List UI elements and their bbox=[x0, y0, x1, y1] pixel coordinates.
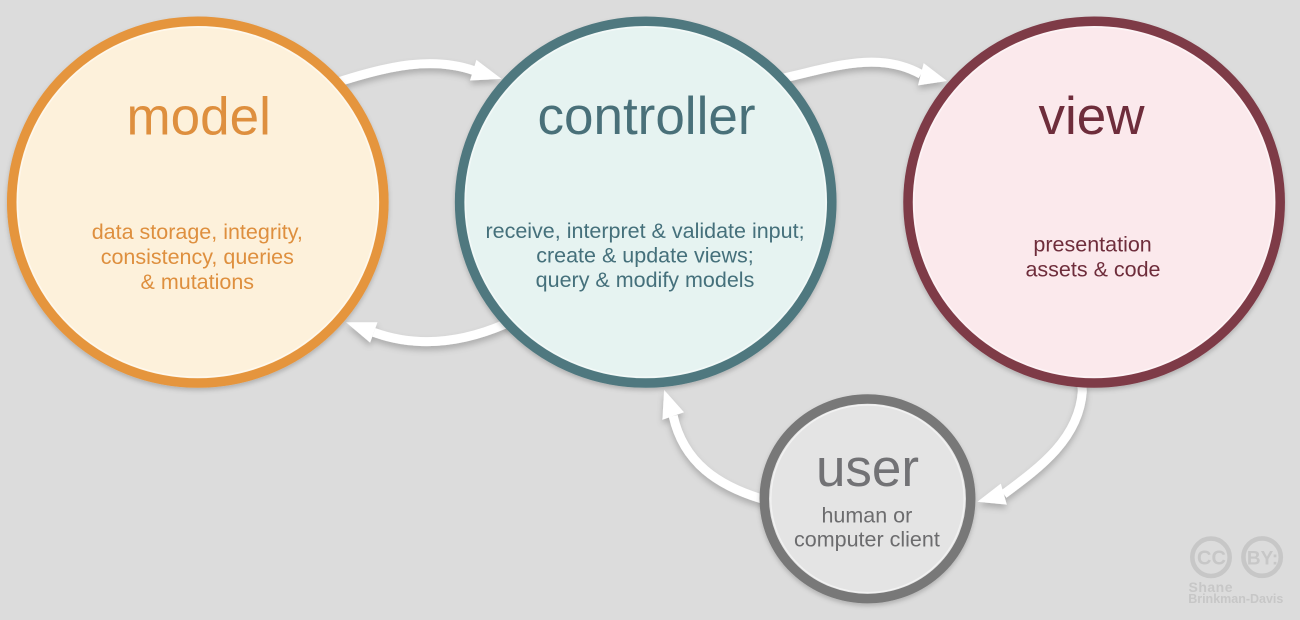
svg-text:assets & code: assets & code bbox=[1025, 258, 1160, 282]
svg-text:receive, interpret & validate: receive, interpret & validate input; bbox=[485, 219, 804, 243]
svg-text:controller: controller bbox=[538, 87, 756, 146]
svg-text:CC: CC bbox=[1197, 547, 1226, 569]
svg-text:data storage, integrity,: data storage, integrity, bbox=[92, 220, 303, 244]
svg-text:computer client: computer client bbox=[794, 528, 940, 552]
svg-text:model: model bbox=[127, 88, 271, 147]
svg-text:create & update views;: create & update views; bbox=[536, 244, 754, 268]
svg-text:Shane: Shane bbox=[1189, 579, 1234, 595]
svg-text:consistency, queries: consistency, queries bbox=[101, 245, 294, 269]
svg-text:& mutations: & mutations bbox=[141, 270, 255, 294]
svg-text:presentation: presentation bbox=[1033, 233, 1151, 257]
svg-text:Brinkman-Davis: Brinkman-Davis bbox=[1188, 592, 1283, 606]
svg-text:user: user bbox=[816, 439, 919, 498]
svg-text:view: view bbox=[1038, 87, 1145, 146]
svg-text:human or: human or bbox=[821, 504, 912, 528]
svg-text:query & modify models: query & modify models bbox=[536, 268, 755, 292]
svg-text:BY:: BY: bbox=[1247, 548, 1278, 569]
